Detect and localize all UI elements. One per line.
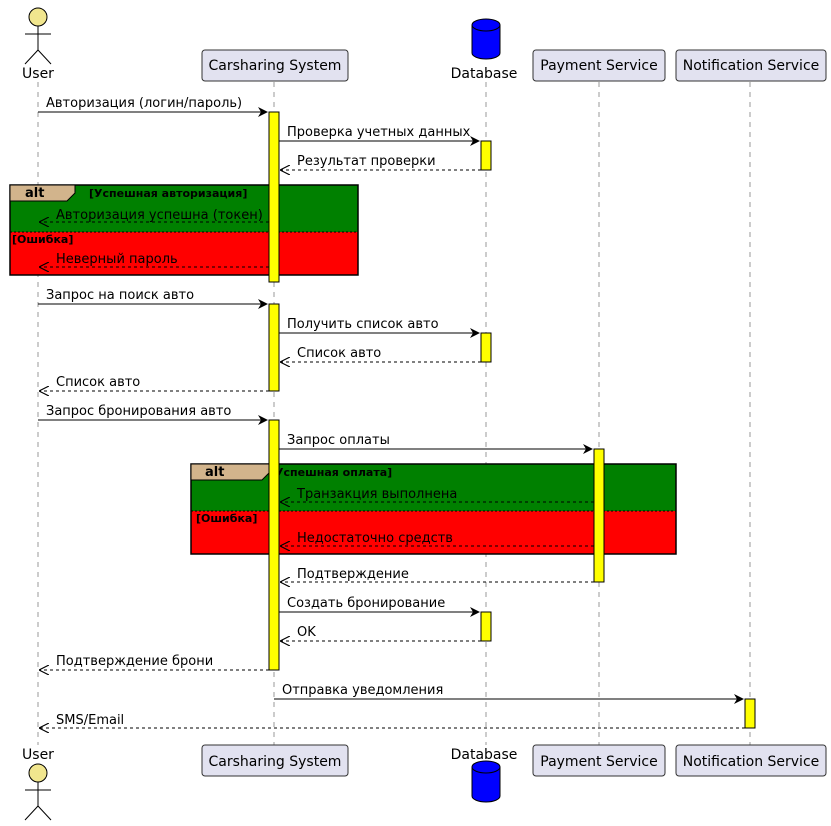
message-label: Транзакция выполнена — [296, 487, 457, 502]
participant-label: Database — [451, 747, 518, 763]
participant-user: User — [22, 747, 54, 821]
participant-system: Carsharing System — [201, 744, 349, 777]
alt-else-guard: [Ошибка] — [196, 512, 257, 525]
participant-label: User — [22, 747, 54, 763]
message-label: Отправка уведомления — [282, 683, 443, 698]
message-label: Неверный пароль — [56, 252, 178, 267]
alt-keyword: alt — [205, 465, 224, 480]
participant-database: Database — [451, 747, 518, 803]
database-icon — [471, 760, 501, 803]
alt-guard: [Успешная авторизация] — [89, 187, 247, 200]
message-label: Список авто — [56, 375, 140, 390]
participant-box — [532, 49, 666, 82]
alt-guard: [Успешная оплата] — [270, 466, 392, 479]
participants-bottom: User Carsharing System Database Payment … — [22, 744, 827, 821]
participant-system: Carsharing System — [201, 49, 349, 82]
message-label: Недостаточно средств — [297, 531, 453, 546]
participant-label: Database — [451, 66, 518, 82]
message-label: Список авто — [297, 346, 381, 361]
message-label: SMS/Email — [56, 713, 124, 728]
participant-database: Database — [451, 18, 518, 82]
activations — [268, 111, 756, 729]
participant-box — [201, 49, 349, 82]
participant-label: Payment Service — [540, 58, 657, 74]
participant-notification: Notification Service — [675, 49, 827, 82]
message-label: Авторизация успешна (токен) — [56, 208, 263, 223]
message-label: OK — [297, 625, 316, 640]
activation-notification — [744, 698, 756, 729]
participant-box — [675, 744, 827, 777]
activation-payment — [593, 448, 605, 583]
participant-box — [201, 744, 349, 777]
participant-label: Notification Service — [683, 754, 820, 770]
participant-box — [532, 744, 666, 777]
participant-payment: Payment Service — [532, 49, 666, 82]
alt-frame — [190, 463, 677, 555]
actor-icon — [24, 7, 52, 65]
message-label: Запрос оплаты — [287, 433, 390, 448]
message-label: Подтверждение — [297, 567, 409, 582]
message-label: Подтверждение брони — [56, 654, 213, 669]
message-label: Результат проверки — [297, 154, 436, 169]
participant-label: Carsharing System — [209, 754, 342, 770]
actor-icon — [24, 763, 52, 821]
participant-user: User — [22, 7, 54, 82]
participant-label: Notification Service — [683, 58, 820, 74]
activation-database — [480, 611, 492, 642]
activation-database — [480, 332, 492, 363]
alt-region-error — [10, 232, 358, 275]
message-label: Получить список авто — [287, 317, 439, 332]
message-label: Создать бронирование — [287, 596, 445, 611]
participant-payment: Payment Service — [532, 744, 666, 777]
alt-tab — [9, 184, 76, 202]
database-icon — [471, 18, 501, 60]
alt-tab — [190, 463, 271, 481]
activation-system — [268, 419, 280, 671]
alt-keyword: alt — [25, 186, 44, 201]
alt-else-guard: [Ошибка] — [12, 233, 73, 246]
message-label: Запрос на поиск авто — [46, 288, 194, 303]
participant-label: User — [22, 66, 54, 82]
participants-top: User Carsharing System Database Payment … — [22, 7, 827, 82]
activation-database — [480, 140, 492, 171]
participant-label: Payment Service — [540, 754, 657, 770]
message-label: Авторизация (логин/пароль) — [46, 96, 242, 111]
message-label: Запрос бронирования авто — [46, 404, 231, 419]
participant-notification: Notification Service — [675, 744, 827, 777]
messages: Авторизация (логин/пароль) Проверка учет… — [38, 96, 745, 728]
participant-box — [675, 49, 827, 82]
activation-system — [268, 111, 280, 283]
alt-frame — [9, 184, 359, 276]
activation-system — [268, 303, 280, 392]
participant-label: Carsharing System — [209, 58, 342, 74]
message-label: Проверка учетных данных — [287, 125, 471, 140]
alt-block-auth: alt [Успешная авторизация] [Ошибка] — [9, 184, 359, 276]
